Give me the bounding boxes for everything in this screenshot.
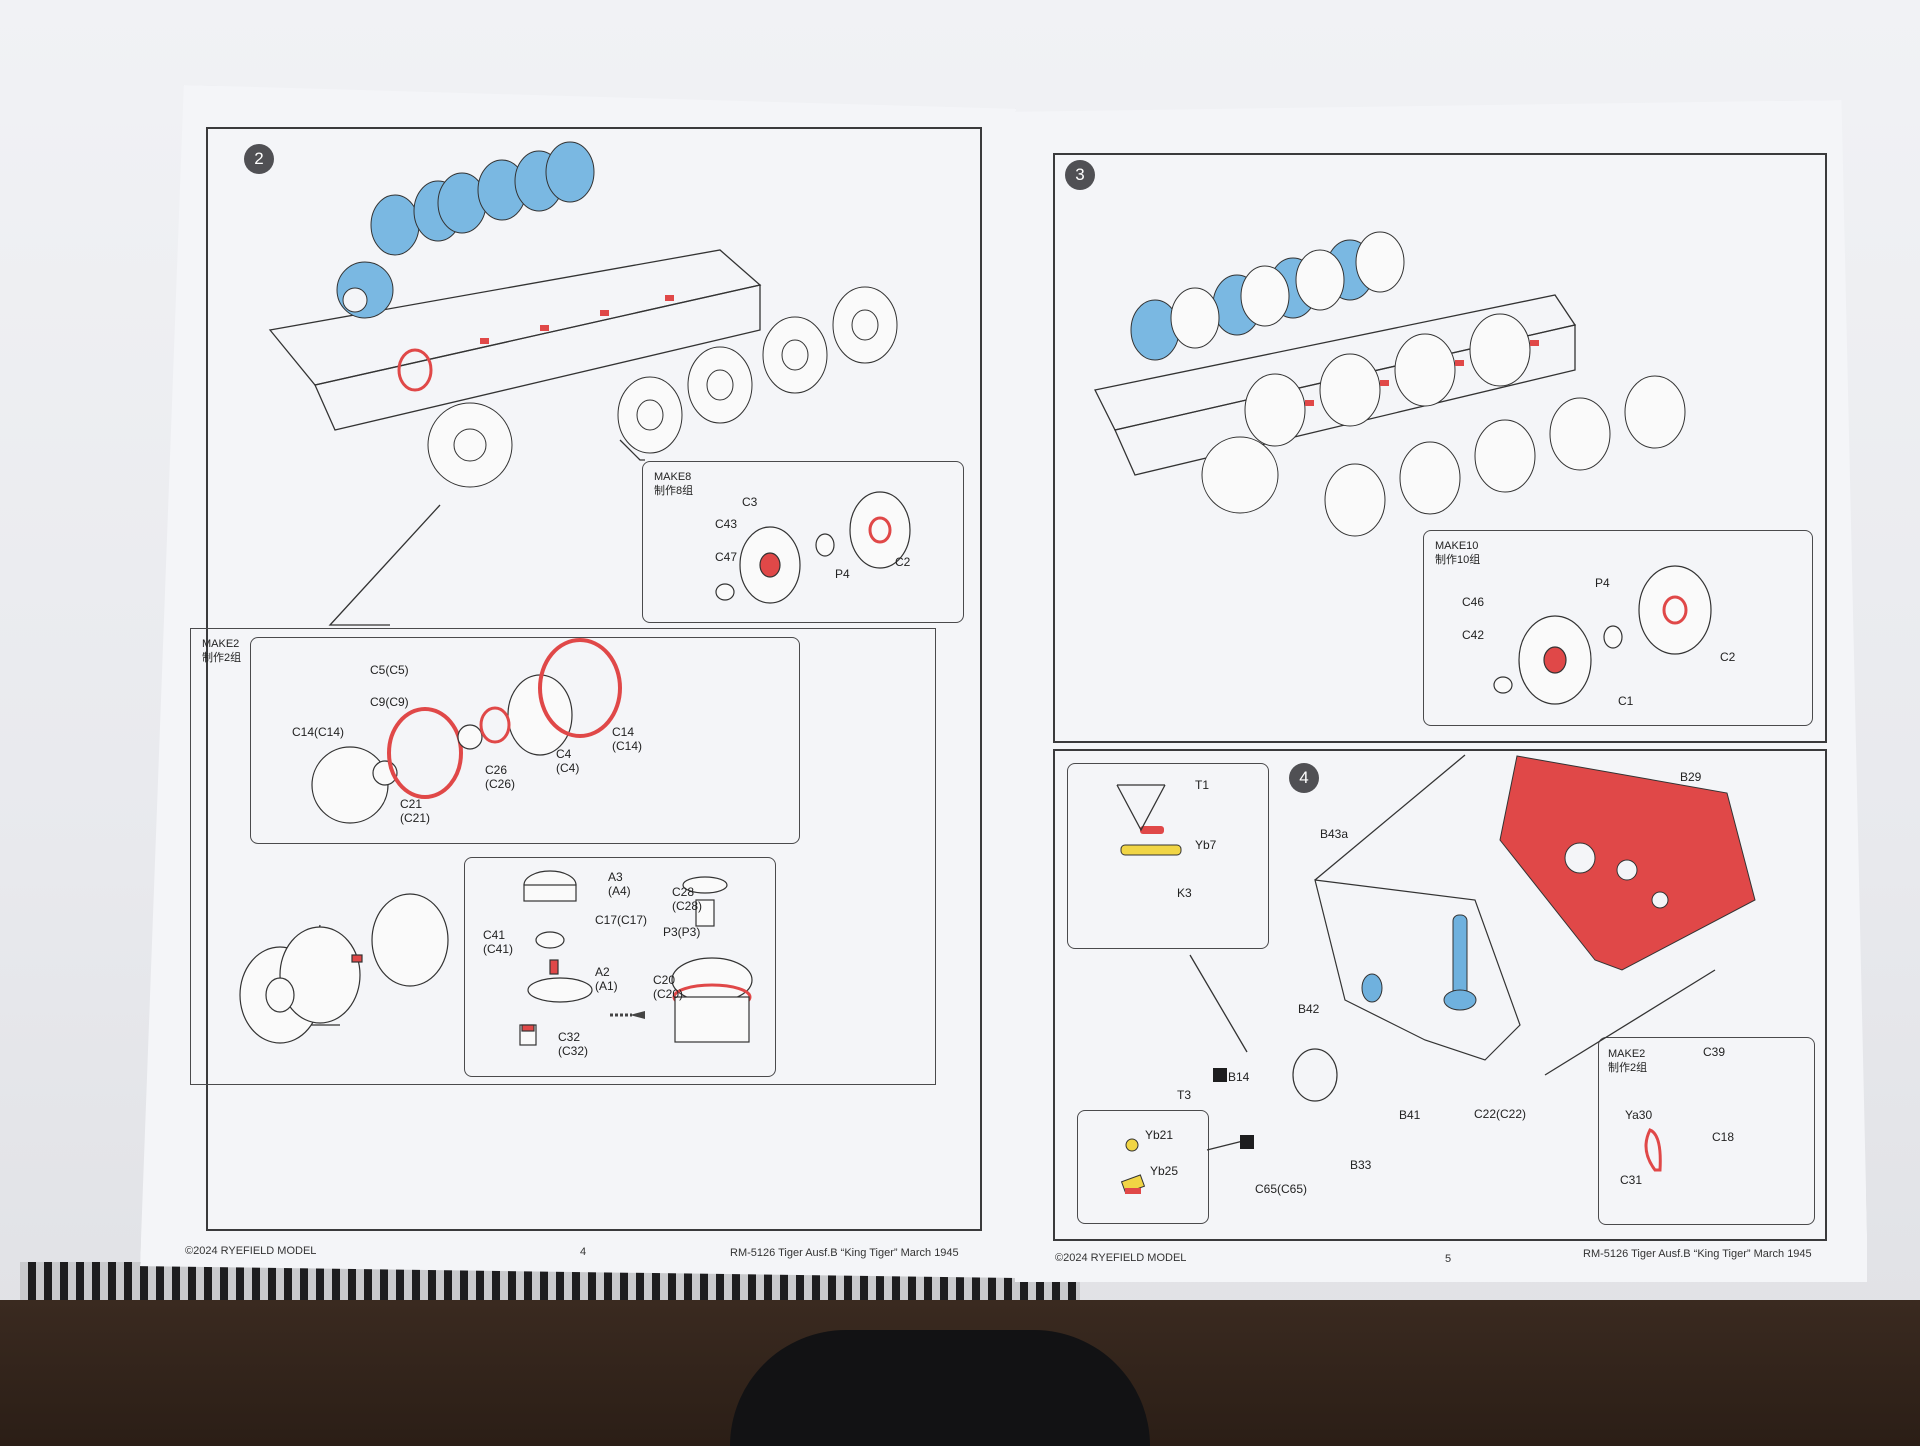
label-c65: C65(C65)	[1255, 1182, 1308, 1196]
label-c39: C39	[1703, 1045, 1726, 1059]
hull-illustration-step3	[1094, 231, 1686, 537]
label-c20-1: C20	[653, 973, 676, 987]
right-page-number: 5	[1445, 1253, 1452, 1265]
make8-subtitle: 制作8组	[654, 485, 694, 497]
label-b42: B42	[1298, 1002, 1320, 1016]
label-ya30: Ya30	[1625, 1108, 1653, 1122]
label-c21-1: C21	[400, 797, 423, 811]
label-b14: B14	[1228, 1070, 1250, 1084]
label-c2-r: C2	[1720, 650, 1736, 664]
make10-subtitle: 制作10组	[1435, 554, 1481, 566]
make2-r-subtitle: 制作2组	[1608, 1062, 1648, 1074]
right-footer-title: RM-5126 Tiger Ausf.B “King Tiger” March …	[1583, 1248, 1812, 1260]
instruction-page-right: 3 MAKE10 制作10组	[1015, 100, 1867, 1282]
label-yb7: Yb7	[1195, 838, 1217, 852]
left-footer-title: RM-5126 Tiger Ausf.B “King Tiger” March …	[730, 1247, 959, 1259]
make8-callout	[642, 461, 964, 623]
hook-callout	[1077, 1110, 1209, 1224]
label-c41-1: C41	[483, 928, 506, 942]
label-c28-2: (C28)	[672, 899, 703, 913]
label-c32-2: (C32)	[558, 1044, 589, 1058]
label-c22: C22(C22)	[1474, 1107, 1527, 1121]
label-c4-2: (C4)	[556, 761, 580, 775]
step-frame-2	[206, 127, 982, 1231]
step-frame-3	[1053, 153, 1827, 743]
label-p3: P3(P3)	[663, 925, 701, 939]
instruction-page-left: 2	[140, 85, 1016, 1278]
label-p4-r: P4	[1595, 576, 1610, 590]
make2-sprocket-illustration	[311, 638, 622, 824]
label-c2: C2	[895, 555, 911, 569]
label-a2-2: (A1)	[595, 979, 618, 993]
label-c42: C42	[1462, 628, 1485, 642]
label-c9: C9(C9)	[370, 695, 409, 709]
label-c5: C5(C5)	[370, 663, 409, 677]
make10-callout	[1423, 530, 1813, 726]
make2-sprocket-callout	[250, 637, 800, 844]
label-c21-2: (C21)	[400, 811, 431, 825]
bracket-callout	[1067, 763, 1269, 949]
step-frame-4	[1053, 749, 1827, 1241]
left-page-number: 4	[580, 1246, 587, 1258]
right-footer-copyright: ©2024 RYEFIELD MODEL	[1055, 1252, 1187, 1264]
label-c17: C17(C17)	[595, 913, 648, 927]
final-drive-parts-illustration	[519, 870, 753, 1046]
label-c47: C47	[715, 550, 738, 564]
make2-r-title: MAKE2	[1608, 1048, 1646, 1060]
label-k3: K3	[1177, 886, 1192, 900]
rear-plate-illustration	[1116, 754, 1756, 1194]
step-number-2: 2	[244, 144, 274, 174]
label-c3: C3	[742, 495, 758, 509]
step-number-3: 3	[1065, 160, 1095, 190]
label-c14b-2: (C14)	[612, 739, 643, 753]
final-drive-callout	[464, 857, 776, 1077]
label-b41: B41	[1399, 1108, 1421, 1122]
label-c43: C43	[715, 517, 738, 531]
label-c28-1: C28	[672, 885, 695, 899]
label-c1: C1	[1618, 694, 1634, 708]
shoe	[730, 1330, 1150, 1446]
label-c46: C46	[1462, 595, 1485, 609]
make2-exhaust-callout	[1598, 1037, 1815, 1225]
label-c14b-1: C14	[612, 725, 635, 739]
label-c4-1: C4	[556, 747, 572, 761]
label-b43a: B43a	[1320, 827, 1349, 841]
label-b33: B33	[1350, 1158, 1372, 1172]
make8-title: MAKE8	[654, 471, 692, 483]
label-a3-2: (A4)	[608, 884, 631, 898]
label-t1: T1	[1195, 778, 1210, 792]
make8-wheel-illustration	[715, 491, 911, 604]
step-number-4: 4	[1289, 763, 1319, 793]
make2-subtitle: 制作2组	[202, 652, 242, 664]
label-c14a: C14(C14)	[292, 725, 345, 739]
label-c32-1: C32	[558, 1030, 581, 1044]
label-yb25: Yb25	[1150, 1164, 1179, 1178]
left-footer-copyright: ©2024 RYEFIELD MODEL	[185, 1245, 317, 1257]
label-c41-2: (C41)	[483, 942, 514, 956]
label-c26-2: (C26)	[485, 777, 516, 791]
label-a3-1: A3	[608, 870, 623, 884]
make10-title: MAKE10	[1435, 540, 1479, 552]
label-yb21: Yb21	[1145, 1128, 1174, 1142]
make2-title: MAKE2	[202, 638, 240, 650]
label-c20-2: (C20)	[653, 987, 684, 1001]
label-c26-1: C26	[485, 763, 508, 777]
label-b29: B29	[1680, 770, 1702, 784]
label-c31: C31	[1620, 1173, 1643, 1187]
final-drive-illustration	[239, 893, 449, 1044]
label-c18: C18	[1712, 1130, 1735, 1144]
label-t3: T3	[1177, 1088, 1192, 1102]
make10-wheel-illustration	[1493, 565, 1712, 705]
label-p4: P4	[835, 567, 850, 581]
label-a2-1: A2	[595, 965, 610, 979]
make2-outer-frame	[190, 628, 936, 1085]
